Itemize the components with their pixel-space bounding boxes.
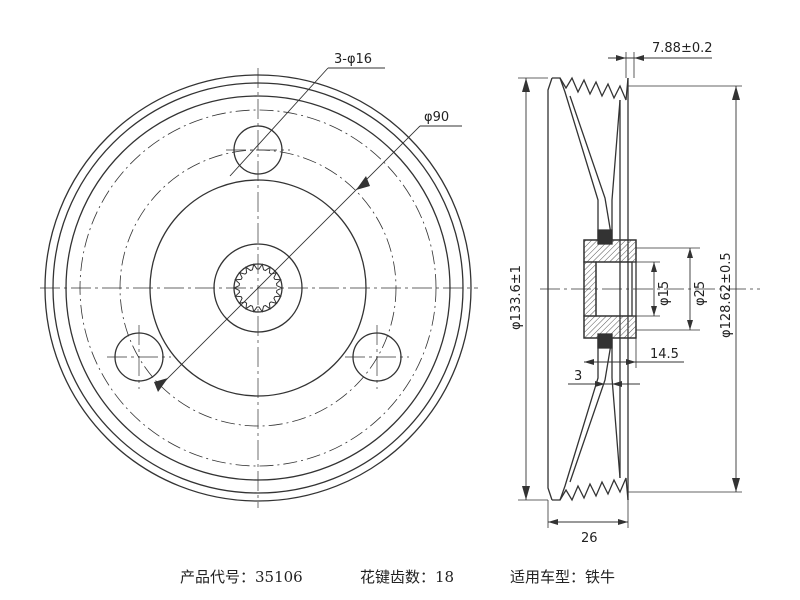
hub-length-label: 14.5 bbox=[650, 347, 679, 362]
front-view bbox=[40, 67, 478, 508]
holes-label: 3-φ16 bbox=[334, 52, 372, 67]
grooves-bottom bbox=[559, 477, 629, 502]
side-rim-left-bottom bbox=[552, 338, 599, 501]
pitch-circle-label: φ90 bbox=[424, 110, 449, 125]
pitch-arrow-start bbox=[154, 378, 168, 392]
overall-width-label: 26 bbox=[581, 531, 598, 546]
weld-top bbox=[597, 229, 613, 245]
web-thickness-label: 3 bbox=[574, 369, 582, 384]
side-view bbox=[518, 52, 760, 528]
groove-pitch-label: 7.88±0.2 bbox=[652, 41, 713, 56]
side-web-top bbox=[569, 95, 613, 241]
side-right-web-bottom bbox=[611, 338, 621, 479]
holes-leader-line bbox=[229, 67, 329, 177]
effective-diameter-label: φ128.62±0.5 bbox=[719, 252, 734, 338]
pitch-dimension-line bbox=[159, 125, 421, 387]
product-code-caption: 产品代号：35106 bbox=[180, 568, 303, 586]
side-rim-left-top bbox=[552, 77, 599, 240]
side-right-web-top bbox=[611, 99, 621, 240]
grooves-top bbox=[559, 76, 629, 101]
vehicle-caption: 适用车型：铁牛 bbox=[510, 568, 615, 586]
spline-count-caption: 花键齿数：18 bbox=[360, 568, 454, 586]
bore-small-label: φ15 bbox=[657, 281, 672, 306]
weld-bottom bbox=[597, 333, 613, 349]
bore-large-label: φ25 bbox=[693, 281, 708, 306]
pitch-arrow-end bbox=[356, 176, 370, 190]
outer-diameter-label: φ133.6±1 bbox=[509, 265, 524, 330]
side-web-bottom bbox=[569, 337, 613, 483]
